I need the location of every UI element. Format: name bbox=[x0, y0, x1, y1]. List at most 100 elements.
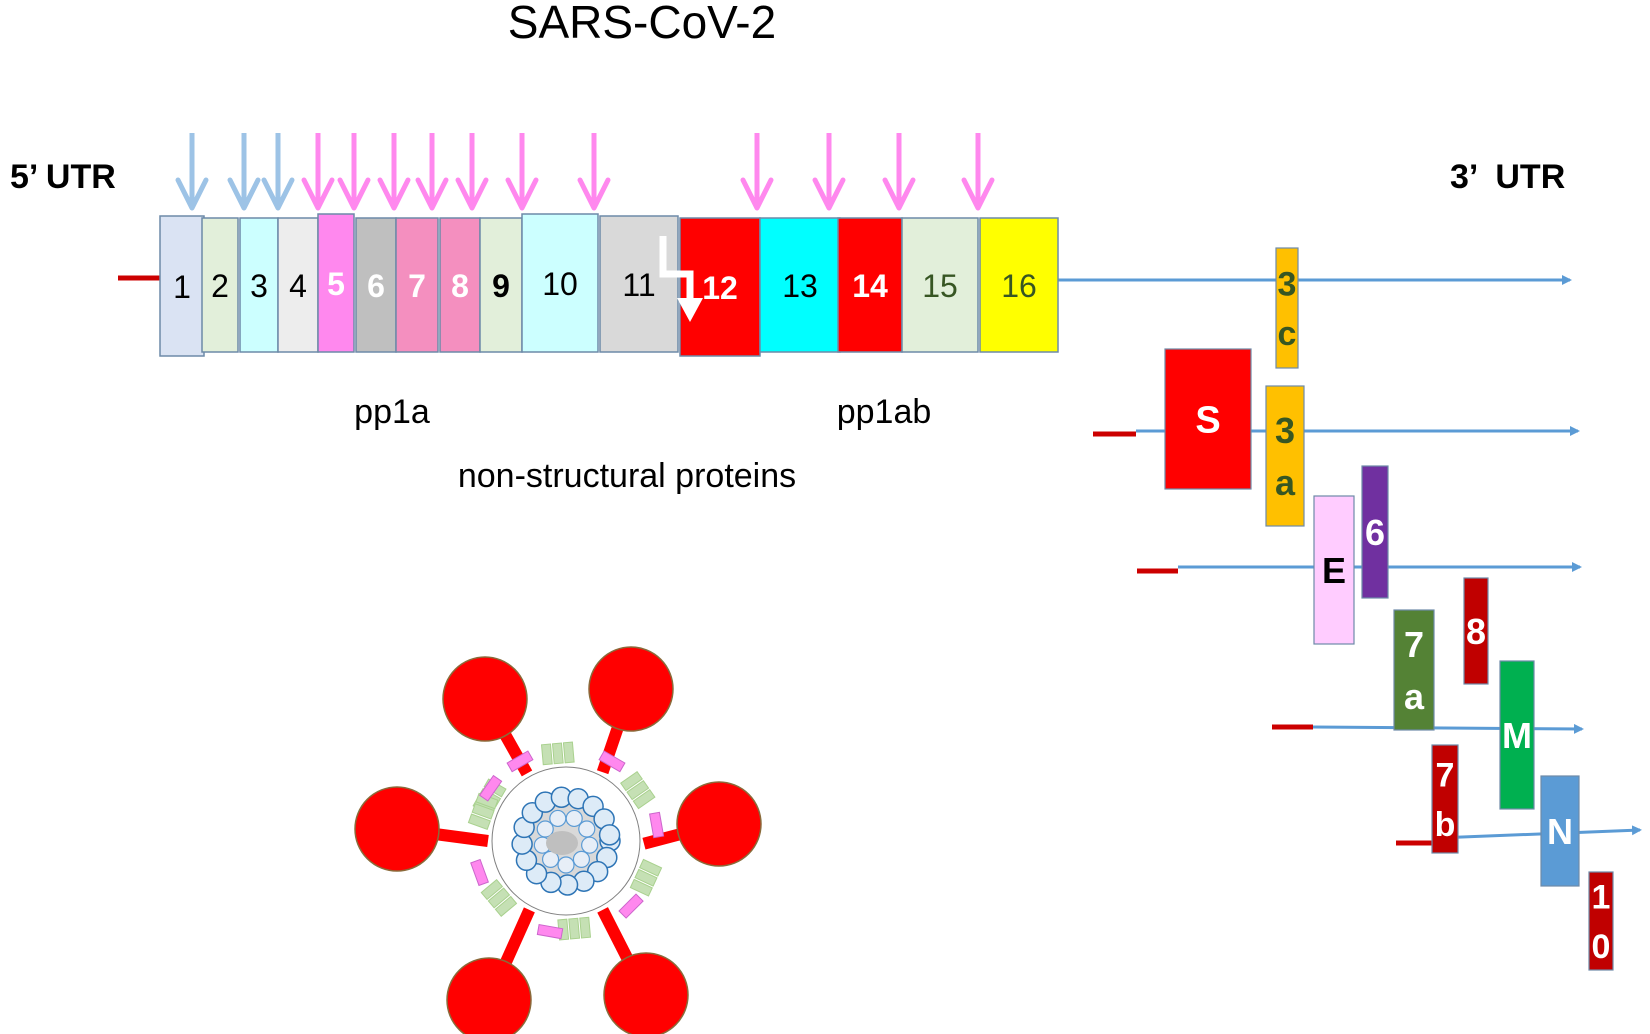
membrane-protein-stack bbox=[620, 770, 656, 810]
envelope-protein bbox=[536, 924, 564, 940]
cleavage-arrow-3clpro bbox=[415, 133, 449, 211]
nsp-box-5 bbox=[317, 213, 355, 353]
membrane-protein-stack bbox=[557, 916, 592, 941]
utr3-label: 3’ UTR bbox=[1450, 158, 1565, 196]
nucleocapsid-protein bbox=[598, 824, 621, 846]
cleavage-arrows bbox=[175, 133, 995, 211]
orf-label-3c: 3 bbox=[1278, 266, 1297, 304]
nsp-box-16 bbox=[979, 217, 1059, 353]
nsp-label-12: 12 bbox=[702, 270, 738, 306]
nsp-box-13 bbox=[759, 217, 841, 353]
nsp-label-6: 6 bbox=[367, 268, 385, 304]
nsp-label-14: 14 bbox=[852, 268, 888, 304]
orf-label-S: S bbox=[1195, 400, 1220, 442]
cleavage-arrow-3clpro bbox=[812, 133, 846, 211]
envelope-protein bbox=[649, 811, 665, 839]
orf-box-M bbox=[1499, 660, 1535, 810]
cleavage-arrow-3clpro bbox=[882, 133, 916, 211]
nsp-box-10 bbox=[521, 213, 599, 353]
frameshift-arrow bbox=[659, 236, 694, 300]
nsp-label-4: 4 bbox=[289, 268, 307, 304]
orf-label-8: 8 bbox=[1466, 611, 1486, 652]
nsp-label-13: 13 bbox=[782, 268, 818, 304]
orf-label-7a: a bbox=[1404, 676, 1425, 717]
nsp-label-10: 10 bbox=[542, 266, 578, 302]
envelope-protein bbox=[506, 750, 534, 773]
orf-label-7a: 7 bbox=[1404, 624, 1424, 665]
envelope-protein bbox=[478, 774, 503, 802]
frameshift-arrowhead bbox=[677, 298, 703, 322]
orf-box-N bbox=[1540, 775, 1580, 887]
orf-label-3a: a bbox=[1275, 462, 1296, 503]
orf-box-8 bbox=[1463, 577, 1489, 685]
cleavage-arrow-3clpro bbox=[337, 133, 371, 211]
cleavage-arrow-3clpro bbox=[577, 133, 611, 211]
cleavage-arrow-3clpro bbox=[301, 133, 335, 211]
orf-label-7b: 7 bbox=[1436, 757, 1455, 795]
nsp-box-15 bbox=[901, 217, 979, 353]
nsp-label-9: 9 bbox=[492, 268, 510, 304]
cleavage-arrow-plpro bbox=[261, 133, 295, 211]
nsp-label-16: 16 bbox=[1001, 268, 1037, 304]
orf-label-E: E bbox=[1322, 550, 1346, 591]
orf-box-3a bbox=[1265, 385, 1305, 527]
spike-head bbox=[588, 646, 674, 732]
nucleocapsid-protein bbox=[557, 856, 575, 874]
orf-box-10 bbox=[1588, 871, 1614, 971]
nsp-label-1: 1 bbox=[173, 269, 191, 305]
nsp-box-9 bbox=[479, 217, 523, 353]
nucleocapsid-protein bbox=[536, 820, 554, 838]
envelope-proteins bbox=[470, 750, 665, 940]
envelope-protein bbox=[470, 858, 489, 887]
nsp-label-3: 3 bbox=[250, 268, 268, 304]
pp1a-label: pp1a bbox=[354, 393, 430, 431]
nsp-box-6 bbox=[355, 217, 397, 353]
orf-box-E bbox=[1313, 495, 1355, 645]
cleavage-arrow-plpro bbox=[175, 133, 209, 211]
nsp-box-3 bbox=[239, 217, 279, 353]
spike-head bbox=[446, 957, 532, 1034]
sgrna-line-4 bbox=[1436, 825, 1642, 840]
pp1ab-label: pp1ab bbox=[837, 393, 932, 431]
orf-label-7b: b bbox=[1435, 806, 1456, 844]
virion-illustration bbox=[354, 646, 762, 1034]
spike-head bbox=[354, 786, 440, 872]
nucleocapsid-protein bbox=[572, 850, 591, 868]
orf-box-6 bbox=[1361, 465, 1389, 599]
nucleocapsid-protein bbox=[578, 820, 596, 838]
membrane-protein-stack bbox=[629, 858, 663, 897]
nsp-box-1 bbox=[159, 215, 205, 357]
rna-center bbox=[546, 831, 578, 855]
nsp-label-7: 7 bbox=[408, 268, 426, 304]
nsp-label-5: 5 bbox=[327, 266, 345, 302]
spike-head bbox=[676, 781, 762, 867]
nucleocapsid-core bbox=[511, 786, 621, 896]
virion-envelope bbox=[491, 766, 641, 916]
cleavage-arrow-3clpro bbox=[961, 133, 995, 211]
orf-box-S bbox=[1164, 348, 1252, 490]
cleavage-arrow-3clpro bbox=[740, 133, 774, 211]
membrane-protein-stack bbox=[480, 878, 518, 917]
nucleocapsid-protein bbox=[549, 809, 567, 828]
envelope-protein bbox=[618, 893, 644, 919]
orf-label-10: 1 bbox=[1592, 879, 1611, 917]
nsp-label: non-structural proteins bbox=[458, 457, 796, 495]
membrane-protein-stack bbox=[540, 741, 575, 766]
spike-head bbox=[603, 952, 689, 1034]
nsp-label-2: 2 bbox=[211, 268, 229, 304]
cleavage-arrow-3clpro bbox=[455, 133, 489, 211]
cleavage-arrow-3clpro bbox=[505, 133, 539, 211]
nsp-box-2 bbox=[201, 217, 239, 353]
orf-box-7a bbox=[1393, 609, 1435, 731]
utr5-label: 5’ UTR bbox=[10, 158, 116, 196]
orf-label-N: N bbox=[1547, 811, 1573, 852]
virion-spikes bbox=[354, 646, 762, 1034]
orf-box-7b bbox=[1431, 744, 1459, 854]
orf-label-3a: 3 bbox=[1275, 410, 1295, 451]
nsp-box-7 bbox=[395, 217, 439, 353]
orf-label-10: 0 bbox=[1592, 928, 1611, 966]
orf-label-6: 6 bbox=[1365, 512, 1385, 553]
